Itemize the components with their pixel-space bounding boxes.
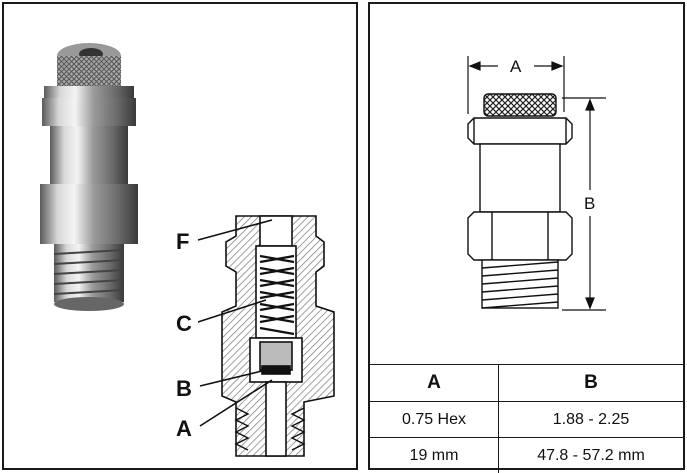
dimension-drawing: A B [370, 4, 683, 364]
callout-a-label: A [176, 416, 192, 441]
spec-cell: 0.75 Hex [370, 402, 499, 438]
spec-cell: 1.88 - 2.25 [499, 402, 684, 438]
dimension-b-label: B [584, 194, 595, 213]
spec-header-b: B [499, 365, 684, 402]
valve-drawings: F C B A [4, 4, 356, 468]
callout-f-label: F [176, 229, 189, 254]
spec-table-header-row: A B [370, 365, 683, 402]
spec-header-a: A [370, 365, 499, 402]
dimension-a-label: A [510, 57, 522, 76]
table-row: 19 mm 47.8 - 57.2 mm [370, 438, 683, 473]
valve-cutaway [222, 216, 334, 456]
spec-cell: 19 mm [370, 438, 499, 473]
dimension-panel: A B A B 0.75 Hex 1.88 - 2.25 19 mm 47.8 … [368, 2, 685, 470]
product-illustration-panel: F C B A [2, 2, 358, 470]
table-row: 0.75 Hex 1.88 - 2.25 [370, 402, 683, 438]
spec-cell: 47.8 - 57.2 mm [499, 438, 684, 473]
callout-c-label: C [176, 311, 192, 336]
valve-photo [40, 43, 138, 311]
callout-b-label: B [176, 376, 192, 401]
spec-table: A B 0.75 Hex 1.88 - 2.25 19 mm 47.8 - 57… [370, 364, 683, 473]
